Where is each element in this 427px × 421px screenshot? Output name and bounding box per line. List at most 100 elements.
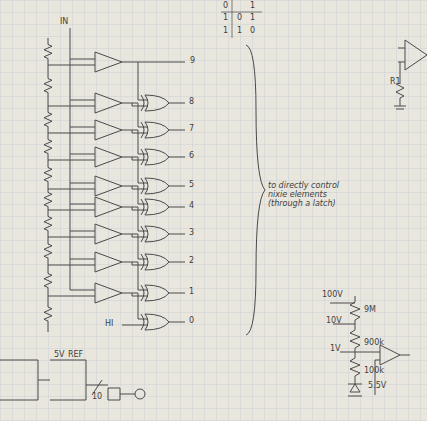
table-cell: 1 xyxy=(223,27,228,36)
component-label: 10 xyxy=(92,393,102,402)
tap-wire xyxy=(48,296,95,297)
output-wire xyxy=(169,130,185,131)
input-wire xyxy=(70,127,95,128)
output-number: 6 xyxy=(189,152,194,161)
table-cell: 0 xyxy=(223,2,228,11)
xor-gate xyxy=(141,95,169,111)
comparator-symbol xyxy=(95,197,122,217)
output-number: 3 xyxy=(189,229,194,238)
output-wire xyxy=(169,293,185,294)
comparator-output xyxy=(132,234,148,237)
tap-wire xyxy=(48,265,95,266)
table-cell: 1 xyxy=(250,2,255,11)
resistor-ladder xyxy=(44,38,52,332)
output-wire xyxy=(169,186,185,187)
comparator-symbol xyxy=(95,147,122,167)
component-label: R1 xyxy=(390,78,401,87)
hi-wire xyxy=(122,325,148,326)
comparator-symbol xyxy=(95,52,122,72)
output-number: 7 xyxy=(189,125,194,134)
output-wire xyxy=(169,262,185,263)
comparator-symbol xyxy=(95,176,122,196)
tap-wire xyxy=(48,189,95,190)
comparator-output xyxy=(132,207,148,210)
xor-gate xyxy=(141,178,169,194)
comparator-symbol xyxy=(95,93,122,113)
component-label: 100V xyxy=(322,291,343,300)
comparator-output xyxy=(122,207,138,208)
comparator-symbol xyxy=(95,120,122,140)
input-wire xyxy=(70,100,95,101)
tap-wire xyxy=(48,133,95,134)
circuit-wires xyxy=(0,0,427,400)
component-label: REF xyxy=(68,351,83,360)
component-label: 10V xyxy=(326,317,342,326)
input-wire xyxy=(70,204,95,205)
output-number: 9 xyxy=(190,57,195,66)
comparator-output xyxy=(122,103,138,104)
tap-wire xyxy=(48,237,95,238)
brace xyxy=(246,45,265,335)
output-wire xyxy=(169,207,185,208)
input-wire xyxy=(70,259,95,260)
output-wire xyxy=(169,234,185,235)
table-cell: 1 xyxy=(237,27,242,36)
signal-name: IN xyxy=(60,18,68,27)
tap-wire xyxy=(48,65,95,66)
output-number: 1 xyxy=(189,288,194,297)
comparator-output xyxy=(138,62,148,100)
comparator-output xyxy=(132,293,148,296)
input-wire xyxy=(70,154,95,155)
comparator-output xyxy=(132,130,148,133)
comparator-output xyxy=(122,186,138,187)
comparator-output xyxy=(132,262,148,265)
output-number: 0 xyxy=(189,317,194,326)
output-number: 5 xyxy=(189,181,194,190)
note-text: to directly control nixie elements (thro… xyxy=(268,182,356,208)
xor-gate xyxy=(141,149,169,165)
comparator-output xyxy=(122,234,138,235)
output-wire xyxy=(169,157,185,158)
xor-gate xyxy=(141,199,169,215)
table-cell: 0 xyxy=(250,27,255,36)
comparator-output xyxy=(132,157,148,160)
xor-gate xyxy=(141,254,169,270)
input-line xyxy=(70,28,71,290)
component-label: 5.5V xyxy=(368,382,386,391)
input-wire xyxy=(70,59,95,60)
output-number: 8 xyxy=(189,98,194,107)
comparator-symbol xyxy=(95,224,122,244)
component-label: 5V xyxy=(54,351,65,360)
xor-gate xyxy=(141,314,169,330)
tap-wire xyxy=(48,210,95,211)
component-label: HI xyxy=(105,320,113,329)
component-label: 900k xyxy=(364,339,384,348)
tap-wire xyxy=(48,106,95,107)
output-number: 2 xyxy=(189,257,194,266)
xor-gate xyxy=(141,226,169,242)
table-cell: 0 xyxy=(237,14,242,23)
output-wire xyxy=(169,103,185,104)
input-wire xyxy=(70,231,95,232)
comparator-symbol xyxy=(95,252,122,272)
output-number: 4 xyxy=(189,202,194,211)
output-wire xyxy=(122,62,185,63)
input-wire xyxy=(70,290,95,291)
comparator-symbol xyxy=(95,283,122,303)
comparator-output xyxy=(122,293,138,294)
xor-gate xyxy=(141,285,169,301)
xor-gate xyxy=(141,122,169,138)
input-wire xyxy=(70,183,95,184)
comparator-output xyxy=(132,186,148,189)
table-cell: 1 xyxy=(223,14,228,23)
component-label: 1V xyxy=(330,345,341,354)
comparator-output xyxy=(122,130,138,131)
component-label: 9M xyxy=(364,306,376,315)
component-label: 100k xyxy=(364,367,384,376)
output-wire xyxy=(169,322,185,323)
table-cell: 1 xyxy=(250,14,255,23)
comparator-output xyxy=(122,262,138,263)
comparator-output xyxy=(122,157,138,158)
tap-wire xyxy=(48,160,95,161)
